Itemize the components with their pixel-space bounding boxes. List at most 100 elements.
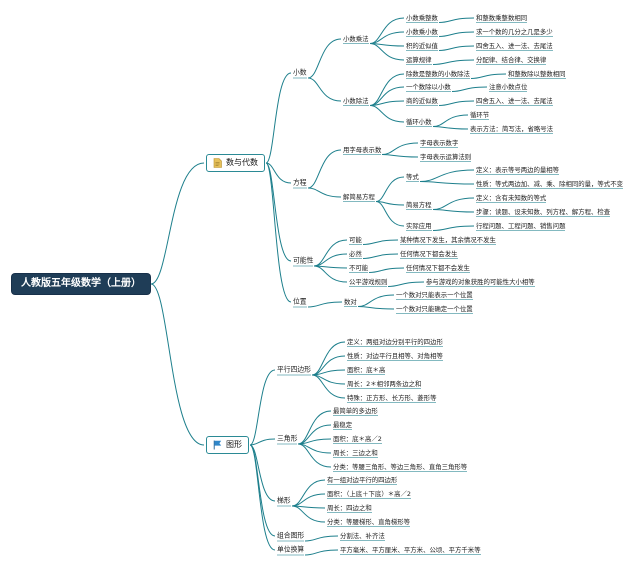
- node-tx3: 周长：四边之和: [327, 505, 372, 511]
- edge-m2-dw: [249, 444, 276, 551]
- node-label: 分类：等腰三角形、等边三角形、直角三角形等: [333, 462, 468, 471]
- node-dw1: 平方毫米、平方厘米、平方米、公顷、平方千米等: [340, 547, 481, 553]
- node-label: 任何情况下都不会发生: [406, 263, 470, 272]
- node-label: 表示方法：简写法，省略号法: [470, 124, 554, 133]
- node-label: 一个数对只能确定一个位置: [396, 304, 473, 313]
- node-ds1: 定义：表示等号两边的量相等: [476, 167, 559, 173]
- edge-dw-dw1: [304, 549, 339, 556]
- node-label: 可能: [349, 235, 362, 244]
- edge-c3-c3n: [438, 45, 475, 51]
- node-label: 公平游戏规则: [349, 277, 388, 286]
- node-m2: 图形: [206, 436, 249, 454]
- node-sj1: 最简单的多边形: [333, 408, 378, 414]
- edge-sd-sd1: [357, 294, 395, 307]
- node-yzm: 用字母表示数: [343, 147, 381, 153]
- node-label: 方程: [293, 178, 307, 187]
- node-xs: 小数: [293, 69, 307, 77]
- node-sjyy: 实际应用: [406, 223, 432, 229]
- node-label: 解简易方程: [343, 192, 375, 201]
- node-label: 数与代数: [226, 158, 258, 167]
- node-label: 有一组对边平行的四边形: [327, 475, 398, 484]
- node-label: 周长：三边之和: [333, 448, 378, 457]
- node-tx: 梯形: [277, 496, 291, 505]
- edge-jjfc-ds: [375, 176, 405, 202]
- edge-m1-xs: [265, 72, 292, 164]
- node-label: 任何情况下都会发生: [400, 249, 458, 258]
- node-px1: 定义：两组对边分别平行的四边形: [347, 339, 443, 345]
- node-d1: 除数是整数的小数除法: [406, 71, 470, 77]
- node-label: 商的近似数: [406, 96, 438, 105]
- node-label: 注意小数点位: [489, 82, 528, 91]
- edge-root-m1: [150, 162, 205, 285]
- node-label: 分割法、补齐法: [340, 531, 385, 540]
- node-d1n: 和整数除以整数相同: [508, 71, 566, 77]
- node-xscf: 小数乘法: [343, 36, 369, 42]
- node-label: 小数乘整数: [406, 13, 438, 22]
- node-px2: 性质：对边平行且相等、对角相等: [347, 353, 443, 359]
- node-label: 组合图形: [277, 531, 305, 540]
- node-label: 分配律、结合律、交换律: [476, 55, 547, 64]
- node-label: 和整数乘整数相同: [476, 13, 528, 22]
- node-label: 可能性: [293, 256, 314, 265]
- node-label: 小数乘法: [343, 34, 369, 43]
- node-dw: 单位换算: [277, 545, 305, 554]
- node-sjx: 三角形: [277, 435, 297, 443]
- edge-xs-xscc: [307, 77, 342, 102]
- node-d3: 商的近似数: [406, 98, 438, 104]
- node-label: 特殊：正方形、长方形、菱形等: [347, 393, 437, 402]
- node-label: 面积：底＊高／2: [333, 434, 382, 443]
- node-px: 平行四边形: [277, 366, 311, 374]
- node-px3: 面积：底＊高: [347, 367, 385, 373]
- node-label: 运算规律: [406, 55, 432, 64]
- edge-knx-kn: [313, 239, 348, 267]
- node-bd1: 任何情况下都会发生: [400, 251, 458, 257]
- node-sj4: 周长：三边之和: [333, 450, 378, 456]
- edge-jyfc-jy1: [432, 197, 475, 210]
- node-label: 用字母表示数: [343, 145, 382, 154]
- node-label: 单位换算: [277, 545, 305, 554]
- node-label: 步骤：读题、设未知数、列方程、解方程、检查: [476, 207, 611, 216]
- edge-xscc-d4: [369, 105, 405, 123]
- node-label: 四舍五入、进一法、去尾法: [476, 96, 553, 105]
- node-label: 和整数除以整数相同: [508, 69, 566, 78]
- edge-wz-sd: [307, 301, 343, 308]
- node-label: 梯形: [277, 496, 291, 505]
- edge-m2-zh: [249, 444, 276, 537]
- edge-xscf-c4: [369, 43, 405, 61]
- node-d4b: 表示方法：简写法，省略号法: [470, 126, 553, 132]
- node-c1: 小数乘整数: [406, 15, 438, 21]
- node-gp: 公平游戏规则: [349, 279, 387, 285]
- node-c2n: 求一个数的几分之几是多少: [476, 29, 553, 35]
- node-sj5: 分类：等腰三角形、等边三角形、直角三角形等: [333, 464, 467, 470]
- edge-fc-yzm: [307, 149, 342, 189]
- node-d4a: 循环节: [470, 112, 489, 118]
- edge-tx-tx1: [291, 479, 326, 507]
- node-bd: 必然: [349, 251, 362, 257]
- edge-d2-d2n: [451, 86, 488, 92]
- node-label: 一个数对只能表示一个位置: [396, 290, 473, 299]
- edge-sjyy-sjyy1: [432, 225, 475, 231]
- edge-px-px5: [311, 374, 346, 399]
- node-bkn1: 任何情况下都不会发生: [406, 265, 470, 271]
- node-knx: 可能性: [293, 256, 314, 265]
- node-c3n: 四舍五入、进一法、去尾法: [476, 43, 553, 49]
- edge-c2-c2n: [438, 31, 475, 37]
- node-m1: 数与代数: [206, 154, 265, 172]
- node-label: 人教版五年级数学（上册）: [21, 278, 141, 289]
- node-c4: 运算规律: [406, 57, 432, 63]
- node-label: 定义：表示等号两边的量相等: [476, 165, 560, 174]
- node-label: 循环小数: [406, 117, 432, 126]
- node-label: 小数除法: [343, 96, 369, 105]
- node-c3: 积的近似值: [406, 43, 438, 49]
- node-label: 某种情况下发生，其余情况不发生: [400, 235, 496, 244]
- edge-d1-d1n: [470, 73, 507, 79]
- node-label: 周长：2＊相邻两条边之和: [347, 379, 422, 388]
- node-label: 周长：四边之和: [327, 503, 372, 512]
- node-label: 分类：等腰梯形、直角梯形等: [327, 517, 411, 526]
- node-label: 图形: [226, 440, 242, 449]
- node-label: 数对: [344, 297, 357, 306]
- edge-c4-c4n: [432, 59, 475, 65]
- node-label: 等式: [406, 172, 419, 181]
- node-fc: 方程: [293, 178, 307, 187]
- edge-knx-gp: [313, 265, 348, 283]
